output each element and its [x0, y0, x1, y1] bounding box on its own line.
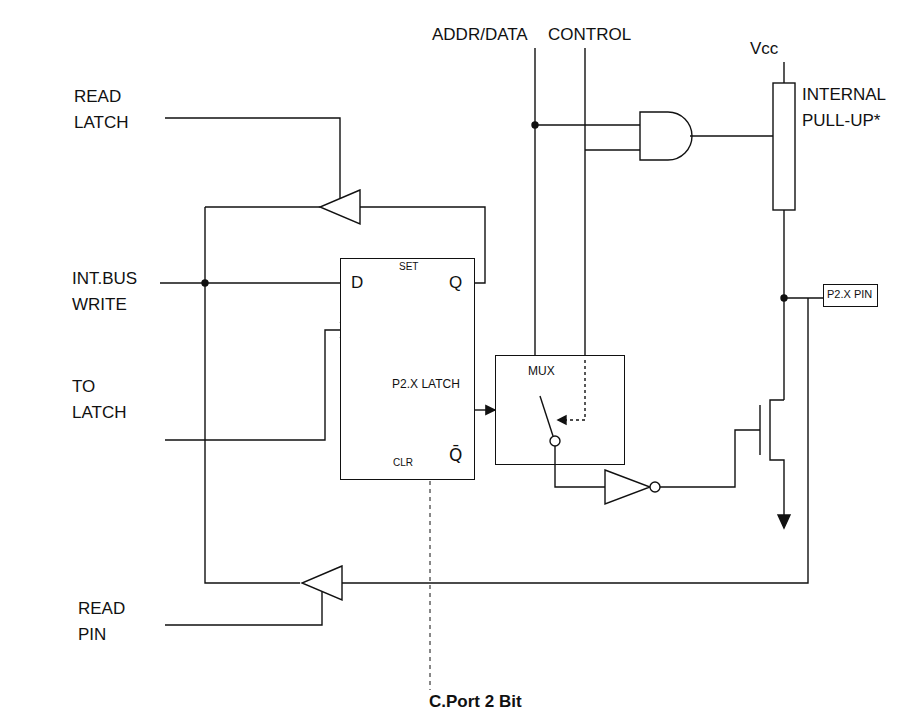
signal-wire	[475, 409, 495, 410]
signal-name: WRITE	[72, 292, 162, 318]
signal-name: READ LATCH	[74, 84, 159, 135]
figure-caption: C.Port 2 Bit	[429, 692, 522, 712]
signal-name: INT.BUS	[72, 266, 162, 292]
pin-box: P2.X PIN	[823, 284, 878, 307]
signal-name: ADDR/DATA	[432, 22, 542, 48]
node-text: MUX	[528, 364, 555, 378]
component-label: INTERNAL PULL-UP*	[802, 82, 907, 133]
supply-label: Vcc	[750, 36, 800, 62]
signal-name: TO LATCH	[72, 374, 152, 425]
node-text: D	[351, 273, 363, 293]
mux-box: MUX	[495, 355, 625, 465]
latch-box: D SET Q P2.X LATCH CLR Q̄	[340, 258, 475, 480]
signal-name: READ PIN	[78, 596, 158, 647]
node-text: Q	[449, 273, 462, 293]
node-text: Q̄	[449, 445, 462, 465]
signal-name: CONTROL	[548, 22, 648, 48]
node-text: P2.X LATCH	[391, 377, 461, 391]
node-text: P2.X PIN	[827, 288, 872, 301]
node-text: SET	[399, 261, 418, 273]
node-text: CLR	[393, 457, 413, 469]
